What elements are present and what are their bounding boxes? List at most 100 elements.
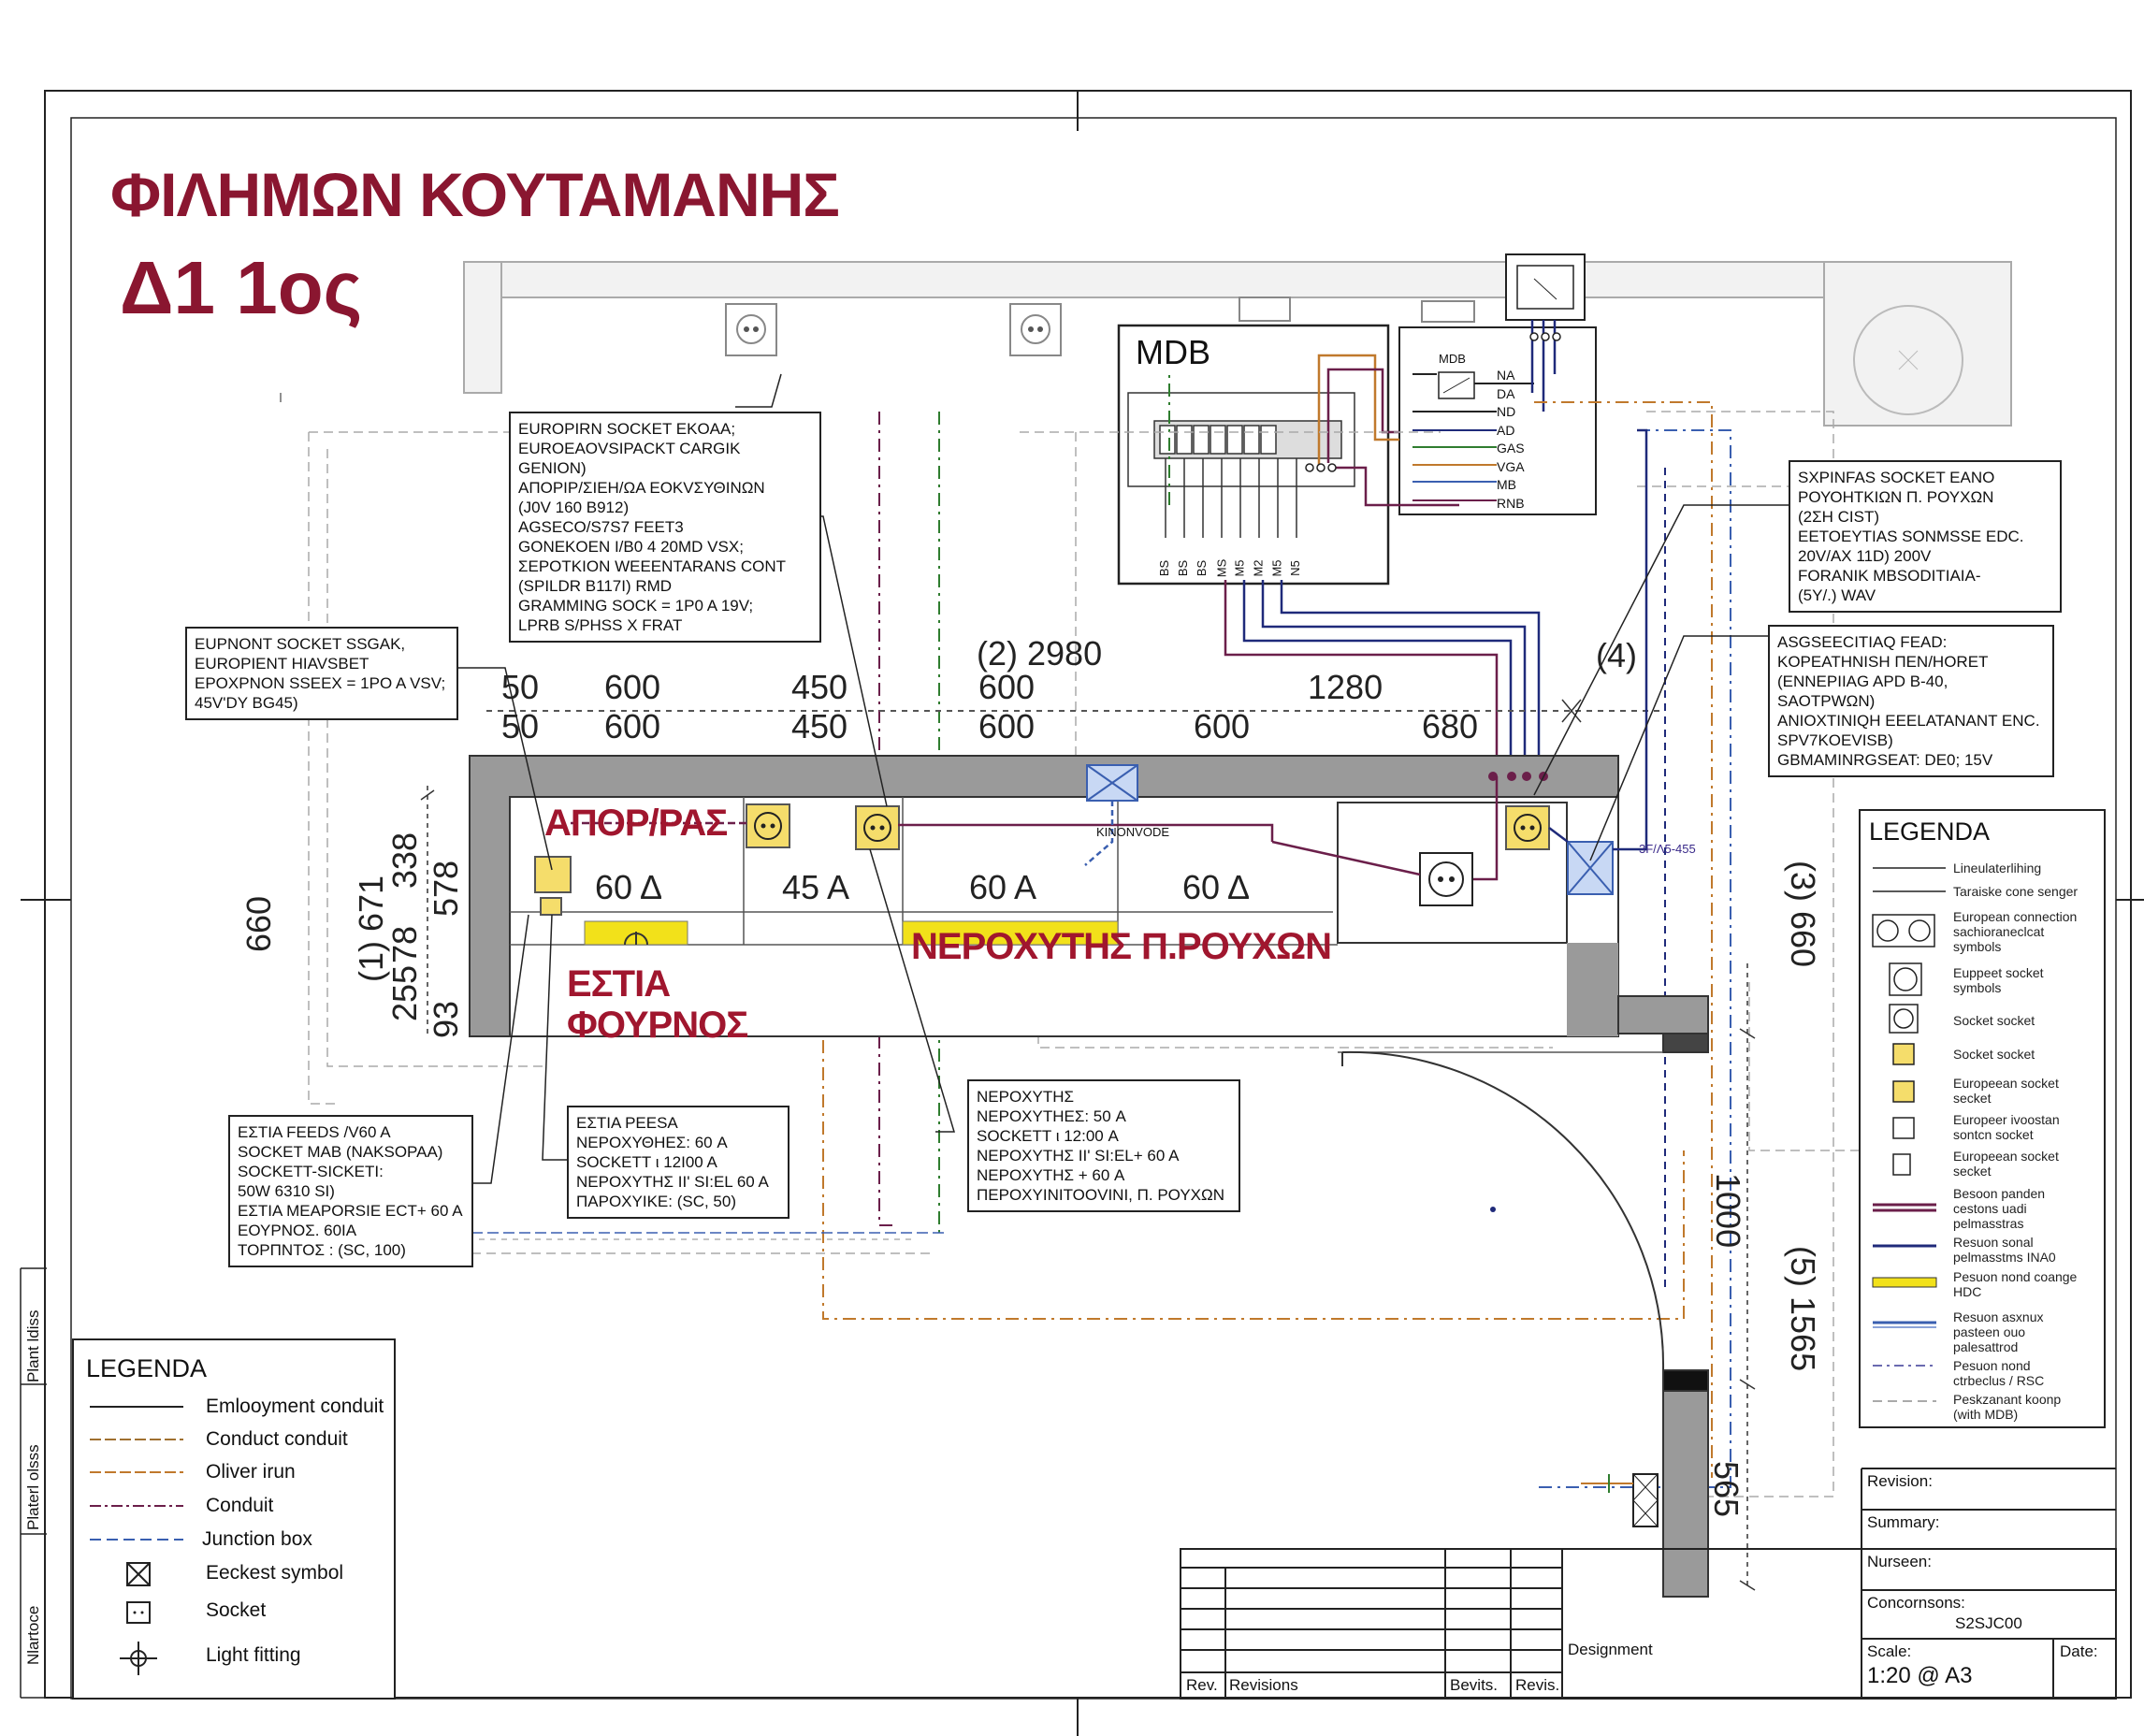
legend-right-title: LEGENDA — [1869, 817, 1991, 846]
legend-l-item-1: Emlooyment conduit — [206, 1396, 384, 1417]
floor-title: Δ1 1ος — [120, 246, 363, 329]
tag-label: 3F/Λ5-455 — [1639, 842, 1696, 856]
kitchen-counter — [469, 755, 1709, 1598]
tb-designment: Designment — [1568, 1641, 1653, 1658]
tb-rev: Rev. — [1186, 1676, 1218, 1694]
mdb-detail-label: MDB — [1439, 352, 1466, 366]
legend-r-item-9: Europeean socket secket — [1953, 1149, 2059, 1179]
legend-l-item-5: Junction box — [202, 1528, 312, 1550]
dim-50-b: 50 — [501, 707, 540, 745]
amp-1: 60 Δ — [595, 868, 663, 906]
note-bottom-left: ΕΣΤΙΑ FEEDS /V60 A SOCKET MAB (NAKSOPAA)… — [228, 1115, 473, 1267]
tb-concornsons: Concornsons: — [1867, 1594, 1965, 1612]
dim-660-left: 660 — [239, 895, 278, 952]
kinonode-label: KINONVODE — [1096, 825, 1170, 839]
project-title: ΦΙΛΗΜΩΝ ΚΟΥΤΑΜΑΝΗΣ — [110, 160, 840, 229]
title-block — [1180, 1468, 2117, 1700]
legend-r-item-15: Peskzanant koonp (with MDB) — [1953, 1392, 2062, 1422]
door-junction — [1632, 1473, 1659, 1527]
column-circle — [1853, 305, 1963, 415]
dim-2980: (2) 2980 — [977, 634, 1103, 673]
legend-r-item-11: Resuon sonal pelmasstms INA0 — [1953, 1235, 2056, 1265]
dim-78: 78 — [385, 925, 424, 963]
legend-r-item-5: Socket socket — [1953, 1013, 2035, 1028]
dim-578: 578 — [427, 860, 465, 917]
sink-yellow — [902, 920, 1119, 946]
outer-frame — [44, 90, 2132, 1699]
dim-338: 338 — [385, 832, 424, 889]
legend-r-item-8: Europeer ivoostan sontcn socket — [1953, 1112, 2060, 1142]
top-wall — [463, 261, 2012, 427]
mdb-label: MDB — [1136, 333, 1210, 371]
note-bottom-mid: ΕΣΤΙΑ PEESA ΝΕΡΟΧΥΘΗΕΣ: 60 A SOCKETT ι 1… — [567, 1106, 790, 1219]
legend-r-item-12: Pesuon nond coange HDC — [1953, 1269, 2078, 1299]
legend-right-box — [1859, 809, 2106, 1428]
dim-450-a: 450 — [791, 668, 848, 706]
note-left: EUPNONT SOCKET SSGAK, EUROPIENT HIAVSBET… — [185, 627, 458, 720]
sidebar-label-1: Plant ldiss — [24, 1309, 42, 1382]
sidebar-label-2: Platerl olsss — [24, 1444, 42, 1530]
dim-565: 565 — [1707, 1461, 1746, 1518]
legend-l-item-4: Conduit — [206, 1495, 274, 1516]
legend-r-item-6: Socket socket — [1953, 1047, 2035, 1062]
tb-nurseen: Nurseen: — [1867, 1553, 1932, 1570]
legend-r-item-14: Pesuon nond ctrbeclus / RSC — [1953, 1358, 2045, 1388]
legend-left-title: LEGENDA — [86, 1354, 208, 1382]
dim-600-c: 600 — [978, 707, 1036, 745]
tb-summary: Summary: — [1867, 1513, 1940, 1531]
legend-l-item-2: Conduct conduit — [206, 1428, 348, 1450]
legend-r-item-1: Lineulaterlihing — [1953, 861, 2042, 875]
legend-l-item-3: Oliver irun — [206, 1461, 296, 1483]
note-bottom-right: ΝΕΡΟΧΥΤΗΣ ΝΕΡΟΧΥΤΗΕΣ: 50 A SOCKETT ι 12:… — [967, 1079, 1240, 1212]
legend-r-item-4: Euppeet socket symbols — [1953, 965, 2044, 995]
tb-revision: Revision: — [1867, 1472, 1933, 1490]
mdb-detail-box — [1398, 326, 1597, 515]
wall-socket-1 — [725, 297, 1475, 356]
sidebar-label-3: Nlartoce — [24, 1605, 42, 1665]
dim-600-a: 600 — [604, 668, 661, 706]
amp-4: 60 Δ — [1182, 868, 1251, 906]
dim-255: 255 — [385, 964, 424, 1021]
tb-revisions: Revisions — [1229, 1676, 1298, 1694]
legend-r-item-3: European connection sachioraneclcat symb… — [1953, 909, 2078, 954]
dim-680: 680 — [1422, 707, 1479, 745]
room-apor: ΑΠΟΡ/ΡΑΣ — [544, 803, 728, 844]
dim-600-b: 600 — [604, 707, 661, 745]
room-plyntirio: Π.ΡΟΥΧΩΝ — [1141, 926, 1332, 967]
dim-50-a: 50 — [501, 668, 540, 706]
dim-1000: 1000 — [1709, 1173, 1747, 1249]
legend-r-item-7: Europeean socket secket — [1953, 1076, 2059, 1106]
note-right-top: SXPINFAS SOCKET EANO ΡΟΥΟΗΤΚΙΩΝ Π. ΡΟΥΧΩ… — [1789, 460, 2062, 613]
tb-date-label: Date: — [2060, 1642, 2098, 1660]
tb-revis: Revis. — [1515, 1676, 1560, 1694]
room-neroxytis: ΝΕΡΟΧΥΤΗΣ — [911, 926, 1132, 967]
dim-4: (4) — [1596, 636, 1637, 674]
tb-code: S2SJC00 — [1955, 1614, 2022, 1632]
dim-450-b: 450 — [791, 707, 848, 745]
counter-sockets — [534, 803, 1550, 916]
tb-bevits: Bevits. — [1450, 1676, 1499, 1694]
amp-2: 45 A — [782, 868, 850, 906]
dim-1280: 1280 — [1308, 668, 1383, 706]
note-right-mid: ASGSEECITIAQ FEAD: KOPEATHNISH ΠΕΝ/HORET… — [1768, 625, 2054, 777]
legend-left-box — [72, 1338, 396, 1700]
room-estia: ΕΣΤΙΑ ΦΟΥΡΝΟΣ — [567, 963, 748, 1046]
legend-l-item-6: Eeckest symbol — [206, 1562, 344, 1584]
legend-r-item-2: Taraiske cone senger — [1953, 884, 2079, 899]
legend-r-item-13: Resuon asxnux pasteen ouo palesattrod — [1953, 1309, 2044, 1354]
dim-3-660: (3) 660 — [1784, 861, 1822, 968]
legend-l-item-7: Socket — [206, 1599, 267, 1621]
tb-scale-label: Scale: — [1867, 1642, 1912, 1660]
dim-600-top: 600 — [978, 668, 1036, 706]
dim-600-d: 600 — [1194, 707, 1251, 745]
inner-frame — [70, 117, 2117, 1700]
note-top-left: EUROPIRN SOCKET EKOAA; EUROEAOVSIPACKT C… — [509, 412, 821, 643]
sidebar-strip — [20, 1267, 47, 1699]
door-swing — [1341, 1050, 1665, 1371]
dim-5-1565: (5) 1565 — [1784, 1246, 1822, 1372]
amp-3: 60 A — [969, 868, 1037, 906]
dim-93: 93 — [427, 1000, 465, 1038]
